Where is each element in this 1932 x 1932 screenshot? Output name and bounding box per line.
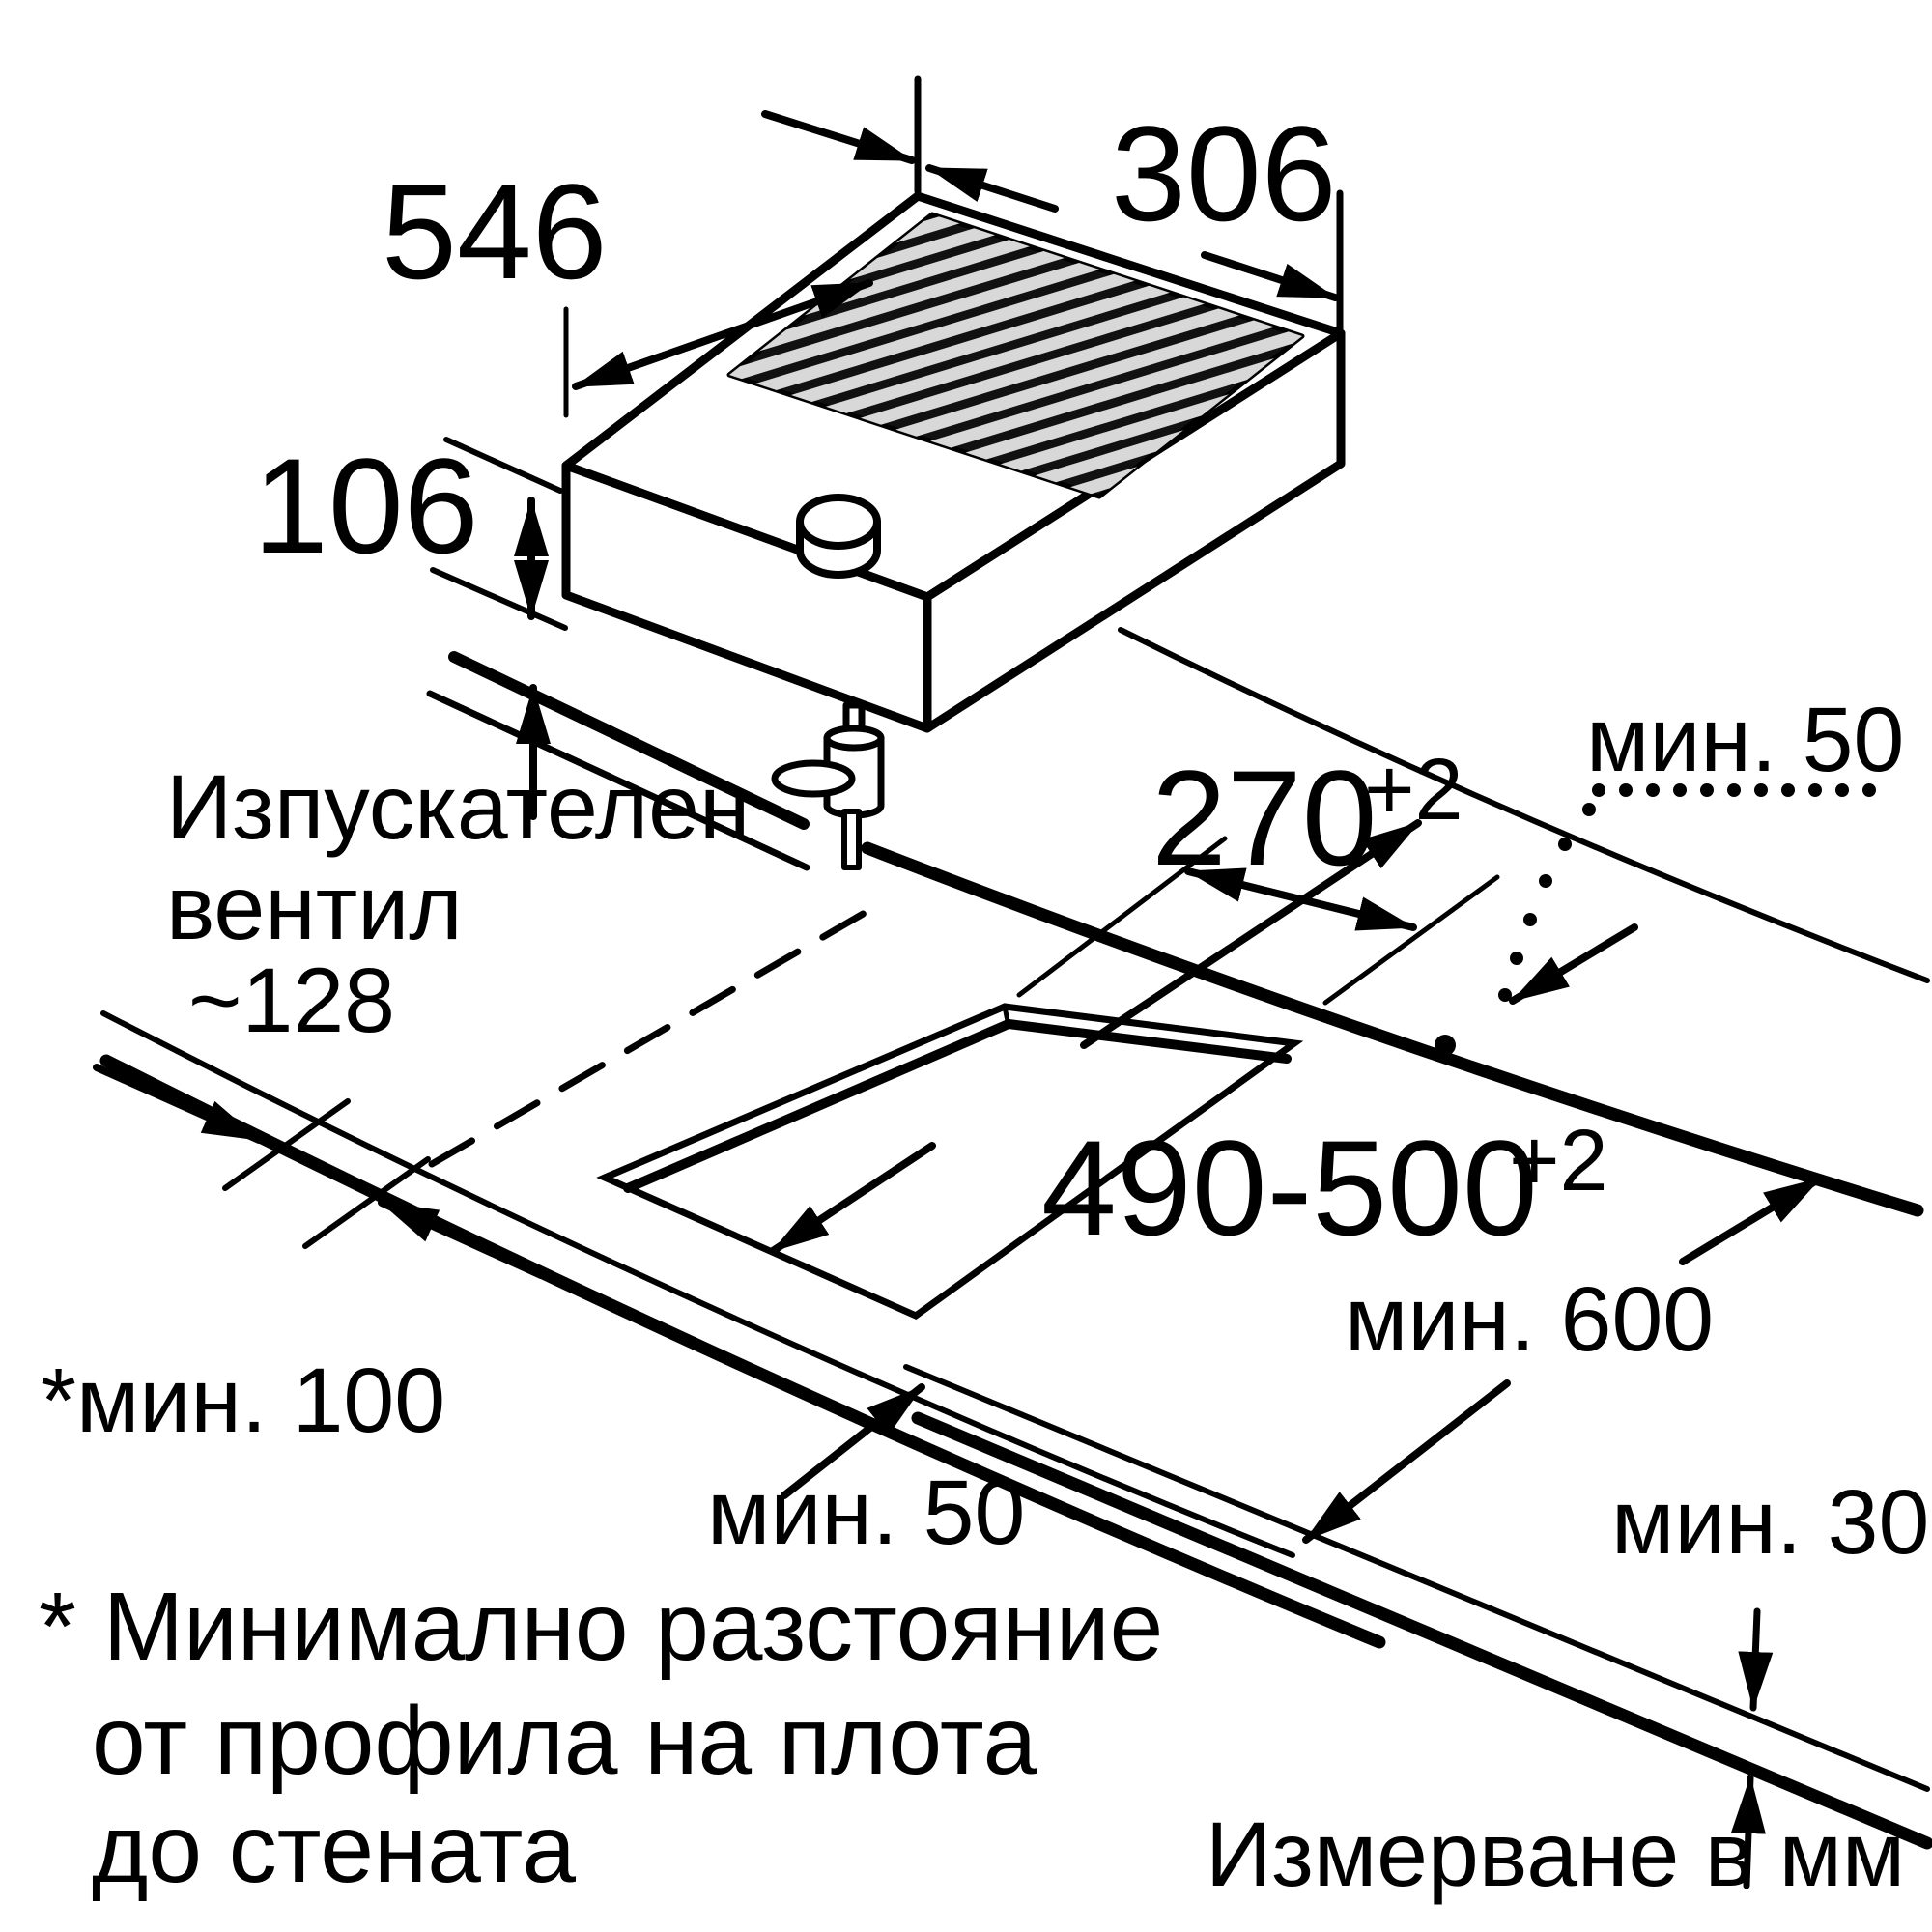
worktop-side-profile-line bbox=[99, 1054, 1386, 1649]
label-cutout-width-tolerance: +2 bbox=[1364, 742, 1463, 838]
appliance-drawing bbox=[561, 191, 1346, 870]
control-knob bbox=[796, 494, 881, 579]
tick-100-left bbox=[222, 1098, 351, 1191]
front-clearance-arrow bbox=[781, 1383, 925, 1499]
exhaust-valve bbox=[771, 701, 885, 870]
vent-clearance-line bbox=[426, 690, 810, 871]
label-vent-line1: Изпускателен bbox=[166, 756, 750, 859]
dim-306-arrow-left bbox=[761, 110, 916, 164]
dim-600-arrow-rear bbox=[1679, 1175, 1824, 1265]
dim-306-arrow-right bbox=[1201, 251, 1339, 301]
worktop-front-edge-bottom-line bbox=[911, 1411, 1932, 1850]
hidden-edge-dashed-line bbox=[428, 905, 875, 1168]
tick-106-bottom bbox=[430, 567, 568, 631]
label-worktop-depth: мин. 600 bbox=[1345, 1268, 1714, 1371]
label-vent-line3: ~128 bbox=[188, 950, 395, 1052]
cutout-inner-wall-right bbox=[1004, 1019, 1292, 1064]
label-front-clearance: мин. 50 bbox=[707, 1462, 1025, 1564]
label-cutout-depth-tolerance: +2 bbox=[1509, 1113, 1608, 1209]
dimension-lines bbox=[93, 75, 1876, 1889]
worktop-rear-profile-left bbox=[448, 651, 810, 830]
rear-clearance-dotted-leader bbox=[1435, 783, 1876, 1056]
rear-clearance-arrow bbox=[1509, 923, 1638, 1005]
footnote-line1: * Минимално разстояние bbox=[39, 1573, 1163, 1681]
ext-line-270-right bbox=[1322, 874, 1500, 1006]
cutout-inner-wall-left bbox=[623, 1019, 1013, 1193]
cutout-corner-tick bbox=[1002, 1004, 1011, 1029]
footnote-line2: от профила на плота bbox=[92, 1687, 1037, 1795]
label-height-106: 106 bbox=[253, 430, 479, 582]
appliance-right-face bbox=[923, 328, 1346, 733]
label-vent-line2: вентил bbox=[166, 857, 463, 959]
side-wall-line bbox=[100, 1010, 1295, 1558]
dim-600-arrow-front bbox=[1302, 1379, 1511, 1544]
dim-306-arrow-inner bbox=[925, 164, 1059, 213]
ext-line-270-left bbox=[1016, 836, 1228, 998]
worktop-rear-profile-right bbox=[861, 841, 1924, 1217]
label-depth-546: 546 bbox=[382, 156, 608, 307]
label-width-306: 306 bbox=[1111, 98, 1337, 249]
dim-490-arrow-down bbox=[769, 1142, 936, 1255]
dim-30-arrow-bottom bbox=[1730, 1774, 1766, 1889]
label-worktop-thickness: мин. 30 bbox=[1611, 1471, 1929, 1574]
label-rear-clearance: мин. 50 bbox=[1586, 689, 1904, 791]
dim-100-arrow-left bbox=[93, 1064, 263, 1144]
grill-grate-bars bbox=[729, 214, 1302, 497]
footnote-line3: до стената bbox=[92, 1795, 576, 1903]
rear-clearance-point-marker bbox=[1435, 1035, 1456, 1056]
label-cutout-depth: 490-500 bbox=[1041, 1112, 1538, 1264]
worktop-rear-edge-line bbox=[1118, 627, 1930, 983]
units-note: Измерване в мм bbox=[1206, 1804, 1905, 1906]
dim-100-arrow-right bbox=[378, 1199, 545, 1279]
tick-100-right bbox=[302, 1156, 431, 1249]
label-cutout-width: 270 bbox=[1151, 742, 1378, 894]
dim-490-arrow-up bbox=[1080, 819, 1422, 1049]
tick-106-top bbox=[443, 437, 563, 494]
dim-30-arrow-top bbox=[1738, 1607, 1774, 1712]
label-side-clearance: *мин. 100 bbox=[41, 1350, 445, 1452]
dim-546-arrows bbox=[572, 279, 873, 390]
worktop-front-edge-top-line bbox=[903, 1364, 1930, 1792]
